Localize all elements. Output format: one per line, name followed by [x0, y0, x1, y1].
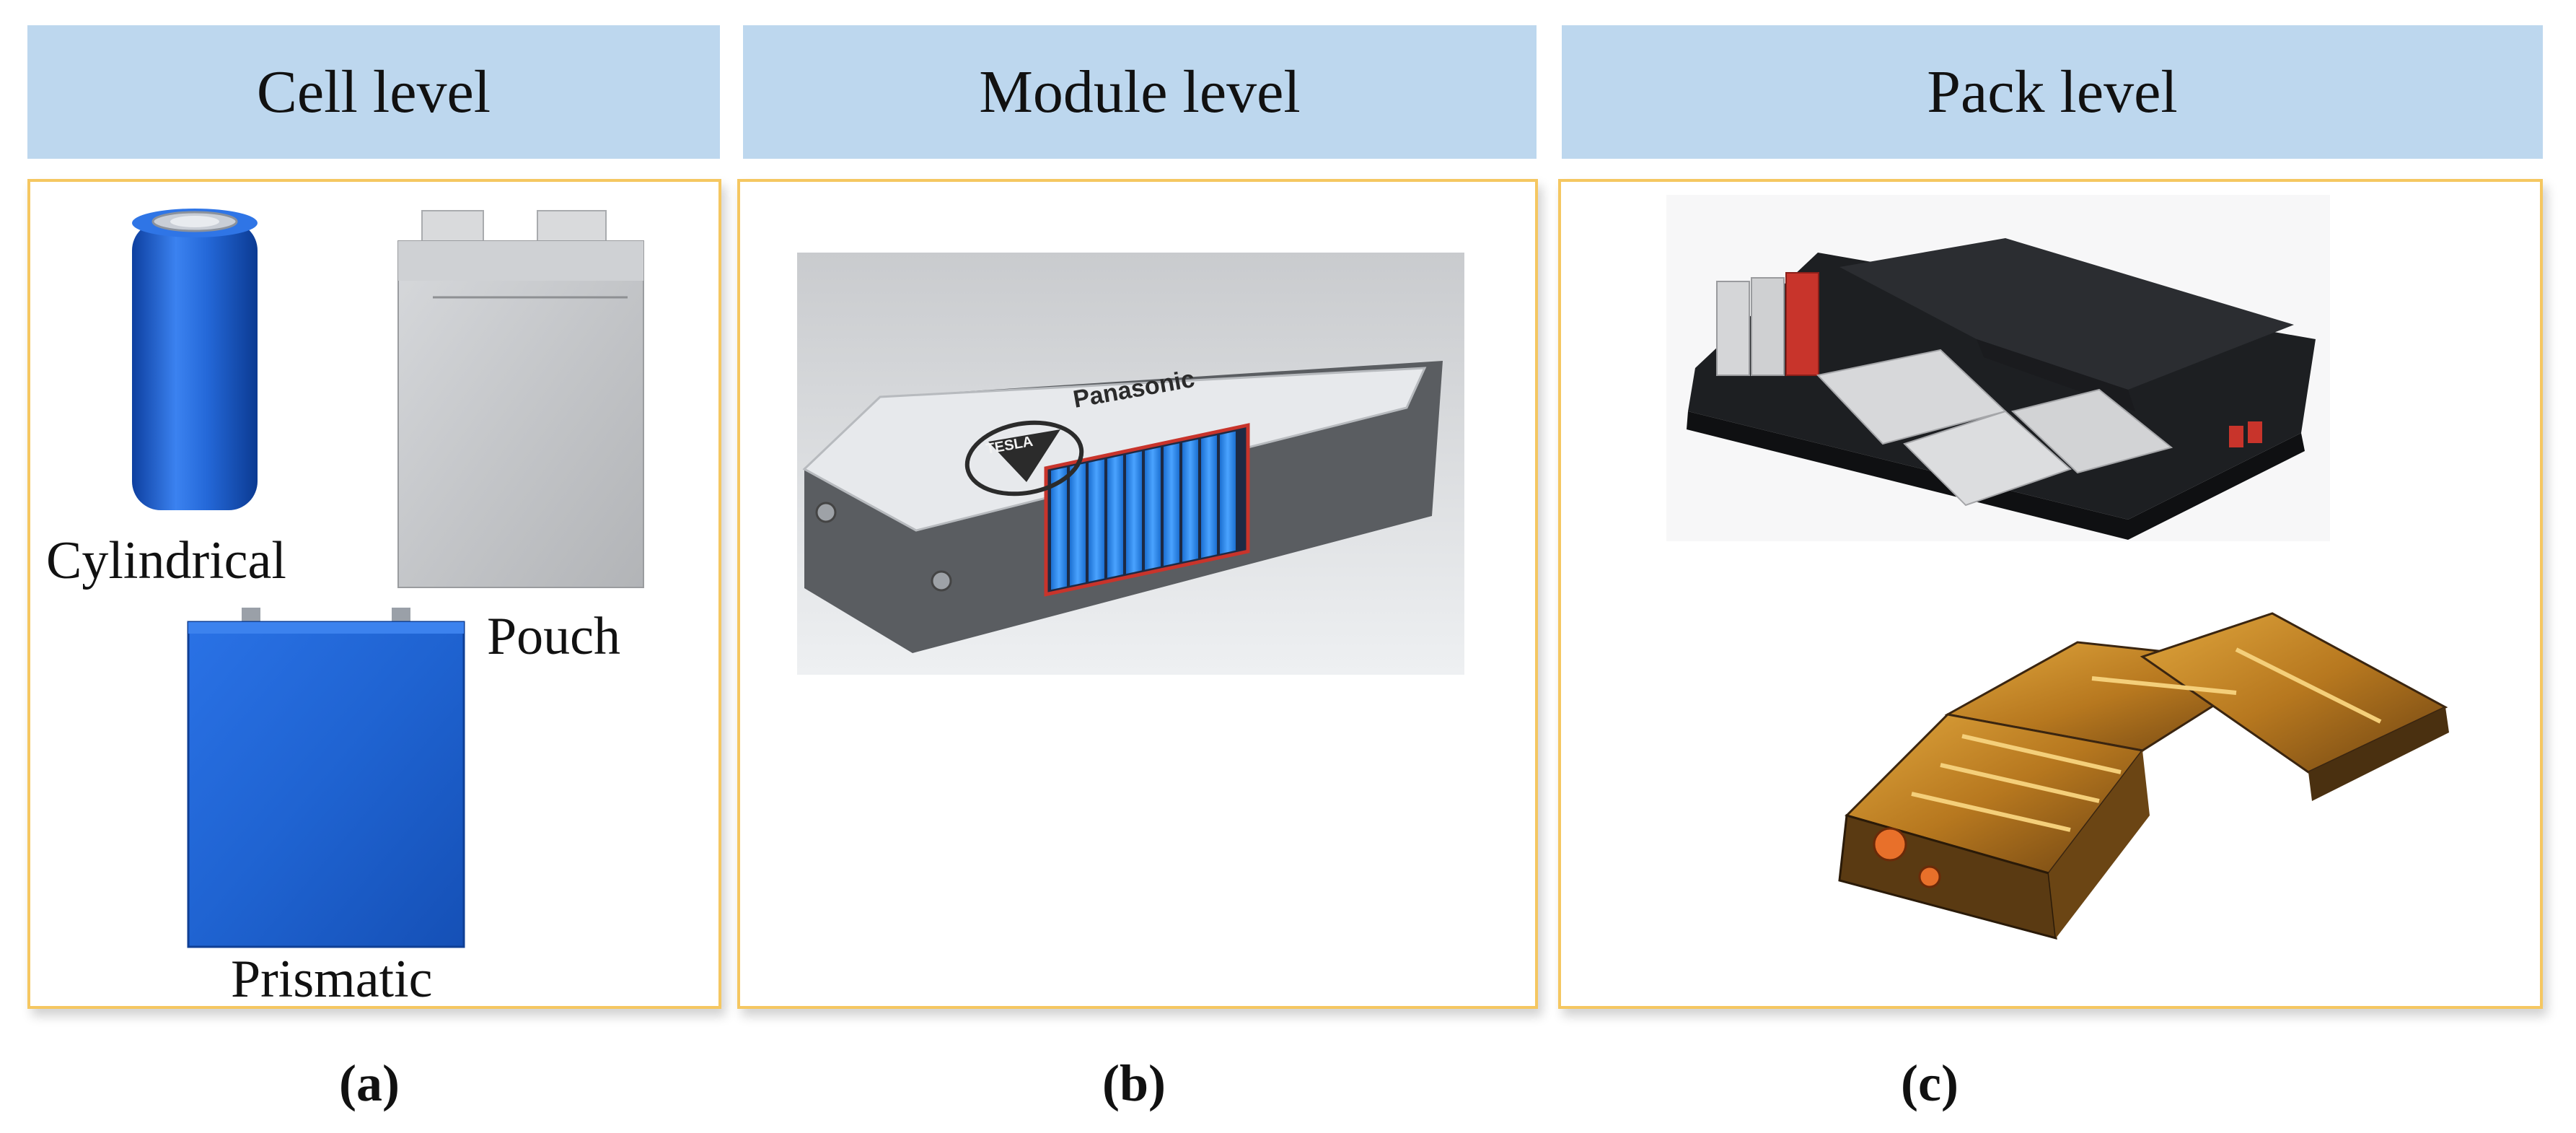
cylindrical-label: Cylindrical	[46, 531, 286, 590]
pack-level-header: Pack level	[1562, 25, 2543, 159]
module-level-header: Module level	[743, 25, 1537, 159]
cell-level-header: Cell level	[27, 25, 720, 159]
caption-a: (a)	[339, 1054, 400, 1112]
battery-module-image: TESLA Panasonic	[797, 253, 1464, 675]
caption-c: (c)	[1901, 1054, 1959, 1112]
prismatic-label: Prismatic	[231, 950, 433, 1009]
caption-b: (b)	[1102, 1054, 1166, 1112]
cylindrical-cell-image	[132, 209, 258, 510]
pouch-label: Pouch	[487, 607, 620, 666]
pouch-cell-image	[397, 210, 644, 588]
battery-pack-t-shaped-image	[1838, 612, 2449, 940]
battery-pack-flat-image	[1666, 195, 2330, 541]
prismatic-cell-image	[187, 608, 465, 948]
